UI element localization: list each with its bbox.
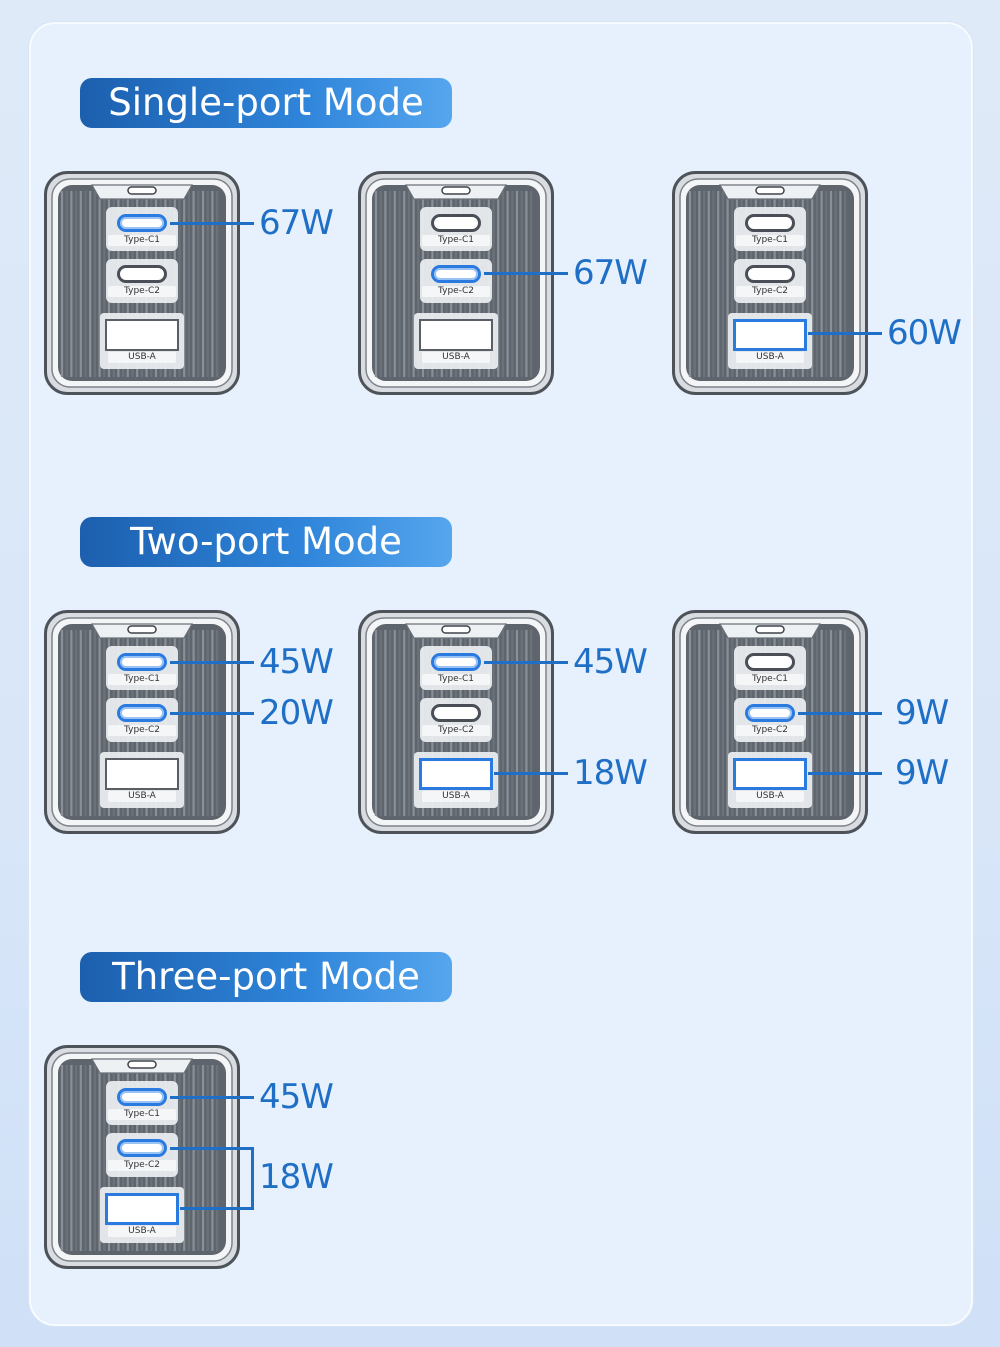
watt-label: 20W <box>259 693 334 733</box>
port-label: USB-A <box>108 791 176 802</box>
port-label: Type-C2 <box>422 725 490 736</box>
connector-line <box>170 661 254 664</box>
type-c2-port <box>745 704 795 722</box>
port-label: Type-C1 <box>736 674 804 685</box>
port-label: Type-C1 <box>108 1109 176 1120</box>
port-label: Type-C2 <box>108 1160 176 1171</box>
port-label: Type-C2 <box>736 725 804 736</box>
port-label: Type-C2 <box>108 286 176 297</box>
port-label: USB-A <box>108 352 176 363</box>
single-port-mode-title: Single-port Mode <box>80 78 452 128</box>
type-c1-port <box>117 214 167 232</box>
type-c1-port <box>117 653 167 671</box>
type-c2-port <box>117 704 167 722</box>
usb-a-port <box>419 319 493 351</box>
connector-line <box>484 661 568 664</box>
connector-line <box>180 1207 254 1210</box>
connector-line <box>170 712 254 715</box>
watt-label: 18W <box>573 753 648 793</box>
connector-line <box>484 272 568 275</box>
connector-line <box>170 1147 254 1150</box>
watt-label: 60W <box>887 313 962 353</box>
port-label: Type-C2 <box>422 286 490 297</box>
type-c2-port <box>745 265 795 283</box>
type-c1-port <box>431 653 481 671</box>
usb-a-port <box>105 758 179 790</box>
port-label: Type-C1 <box>108 235 176 246</box>
watt-label: 9W <box>895 753 949 793</box>
connector-line <box>808 772 882 775</box>
connector-line <box>808 332 882 335</box>
port-label: Type-C2 <box>108 725 176 736</box>
watt-label: 18W <box>259 1157 334 1197</box>
connector-line <box>170 222 254 225</box>
bracket-line <box>251 1147 254 1210</box>
port-label: USB-A <box>108 1226 176 1237</box>
connector-line <box>170 1096 254 1099</box>
port-label: Type-C1 <box>736 235 804 246</box>
two-port-mode-title: Two-port Mode <box>80 517 452 567</box>
connector-line <box>798 712 882 715</box>
type-c2-port <box>431 265 481 283</box>
usb-a-port <box>105 319 179 351</box>
watt-label: 45W <box>259 642 334 682</box>
usb-a-port <box>733 758 807 790</box>
usb-a-port <box>419 758 493 790</box>
type-c2-port <box>117 265 167 283</box>
three-port-mode-title: Three-port Mode <box>80 952 452 1002</box>
usb-a-port <box>105 1193 179 1225</box>
type-c1-port <box>745 653 795 671</box>
port-label: Type-C1 <box>422 235 490 246</box>
port-label: USB-A <box>736 791 804 802</box>
usb-a-port <box>733 319 807 351</box>
port-label: Type-C1 <box>422 674 490 685</box>
port-label: USB-A <box>736 352 804 363</box>
type-c1-port <box>745 214 795 232</box>
watt-label: 67W <box>573 253 648 293</box>
port-label: Type-C1 <box>108 674 176 685</box>
watt-label: 9W <box>895 693 949 733</box>
connector-line <box>494 772 568 775</box>
watt-label: 45W <box>573 642 648 682</box>
watt-label: 45W <box>259 1077 334 1117</box>
port-label: USB-A <box>422 352 490 363</box>
watt-label: 67W <box>259 203 334 243</box>
type-c2-port <box>117 1139 167 1157</box>
port-label: Type-C2 <box>736 286 804 297</box>
port-label: USB-A <box>422 791 490 802</box>
type-c1-port <box>431 214 481 232</box>
type-c1-port <box>117 1088 167 1106</box>
type-c2-port <box>431 704 481 722</box>
